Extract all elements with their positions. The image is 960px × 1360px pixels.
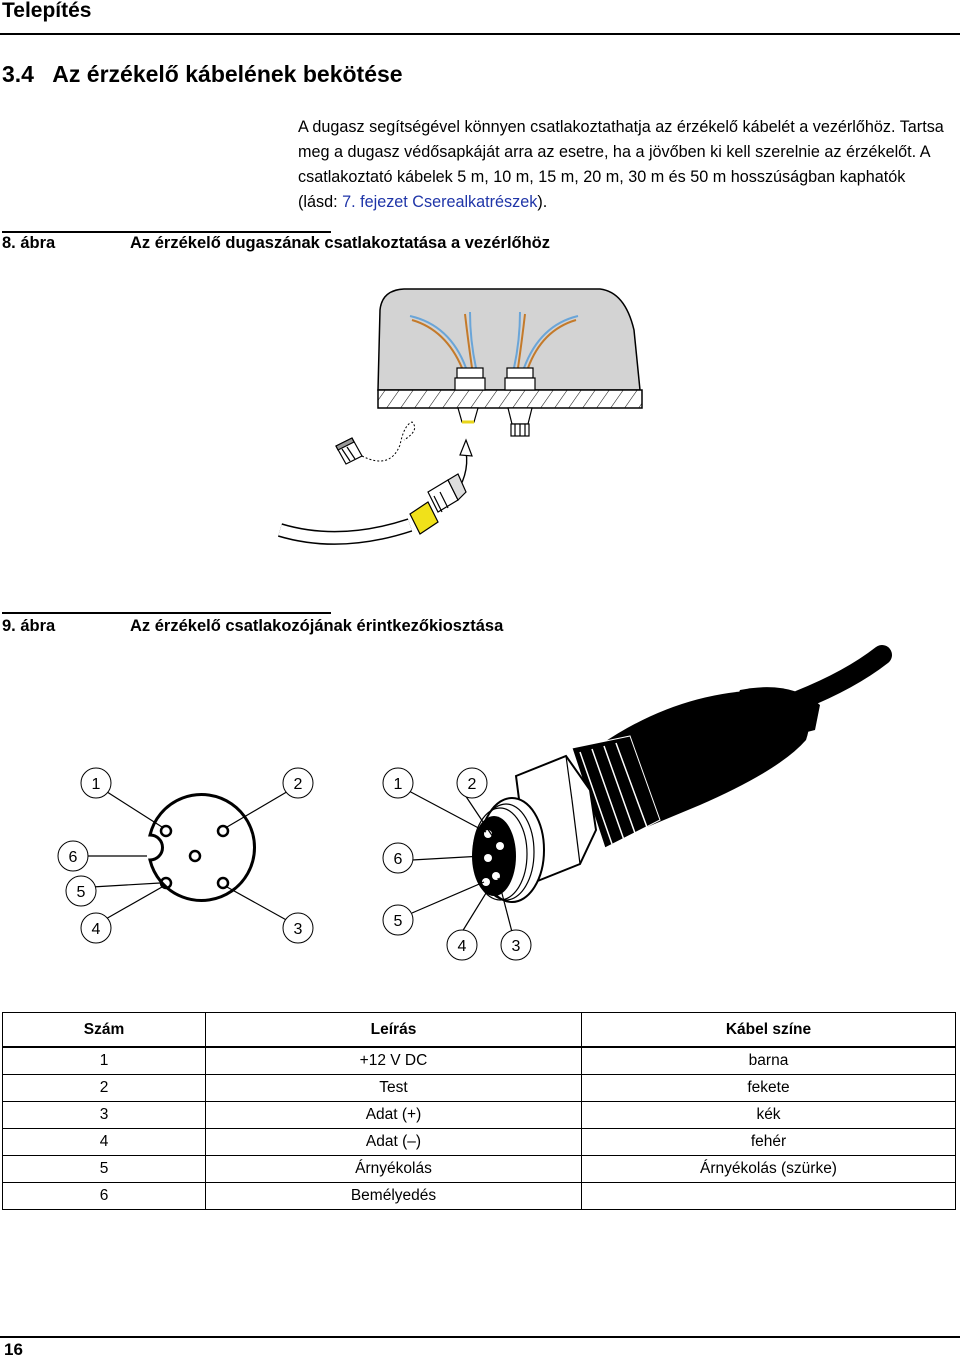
right-label-5: 5 — [394, 913, 403, 930]
left-label-3: 3 — [294, 921, 303, 938]
figure8-title: Az érzékelő dugaszának csatlakoztatása a… — [130, 234, 551, 252]
table-header-row: Szám Leírás Kábel színe — [2, 1012, 956, 1048]
wires-left — [409, 311, 477, 369]
cell-number: 4 — [2, 1128, 206, 1156]
right-label-4: 4 — [458, 938, 467, 955]
pin-2 — [216, 824, 230, 838]
cell-description: Test — [205, 1074, 582, 1102]
cell-number: 3 — [2, 1101, 206, 1129]
spare-parts-link[interactable]: 7. fejezet Cserealkatrészek — [342, 193, 538, 211]
connector-face-diagram: 1 2 6 5 4 3 — [57, 767, 314, 944]
left-label-6: 6 — [69, 849, 78, 866]
pin-6 — [188, 849, 202, 863]
fitting-left-top — [454, 367, 486, 391]
left-label-4: 4 — [92, 921, 101, 938]
figure9-title: Az érzékelő csatlakozójának érintkezőkio… — [130, 617, 504, 635]
controller-base — [377, 389, 643, 409]
footer-rule — [0, 1336, 960, 1338]
figure8-rule — [2, 231, 331, 233]
table-row: 5 Árnyékolás Árnyékolás (szürke) — [2, 1155, 956, 1183]
figure9-illustration: 1 2 6 5 4 3 — [57, 645, 892, 961]
left-label-1: 1 — [92, 776, 101, 793]
cell-description: Bemélyedés — [205, 1182, 582, 1210]
right-label-1: 1 — [394, 776, 403, 793]
figure9-rule — [2, 612, 331, 614]
header-number: Szám — [2, 1012, 206, 1048]
pin-1 — [159, 824, 173, 838]
intro-text: A dugasz segítségével könnyen csatlakozt… — [298, 118, 944, 211]
cell-cable-color: fekete — [581, 1074, 956, 1102]
controller-housing — [377, 288, 641, 391]
receptacle-right — [507, 407, 533, 437]
table-row: 1 +12 V DC barna — [2, 1046, 956, 1075]
figure8-caption: 8. ábra Az érzékelő dugaszának csatlakozt… — [2, 234, 550, 253]
cell-description: Árnyékolás — [205, 1155, 582, 1183]
figure9-caption: 9. ábra Az érzékelő csatlakozójának érint… — [2, 617, 503, 636]
cell-description: Adat (–) — [205, 1128, 582, 1156]
table-row: 2 Test fekete — [2, 1074, 956, 1102]
left-label-5: 5 — [77, 884, 86, 901]
cell-description: Adat (+) — [205, 1101, 582, 1129]
fitting-right-top — [504, 367, 536, 391]
pin-5 — [159, 876, 173, 890]
intro-after: ). — [537, 193, 548, 211]
cell-cable-color: barna — [581, 1046, 956, 1075]
figure9-number: 9. ábra — [2, 617, 56, 635]
page-header-title: Telepítés — [2, 0, 92, 22]
cell-cable-color: Árnyékolás (szürke) — [581, 1155, 956, 1183]
table-row: 4 Adat (–) fehér — [2, 1128, 956, 1156]
cell-number: 6 — [2, 1182, 206, 1210]
cell-cable-color: kék — [581, 1101, 956, 1129]
section-title: 3.4 Az érzékelő kábelének bekötése — [2, 61, 403, 87]
table-row: 3 Adat (+) kék — [2, 1101, 956, 1129]
left-label-2: 2 — [294, 776, 303, 793]
right-label-2: 2 — [468, 776, 477, 793]
tether-dotted — [361, 421, 416, 462]
cell-description: +12 V DC — [205, 1046, 582, 1075]
header-rule — [0, 33, 960, 35]
intro-paragraph: A dugasz segítségével könnyen csatlakozt… — [298, 115, 948, 215]
receptacle-left — [457, 407, 479, 423]
page-number: 16 — [4, 1340, 23, 1359]
pin-assignment-table: Szám Leírás Kábel színe 1 +12 V DC barna… — [2, 1012, 956, 1210]
cell-number: 5 — [2, 1155, 206, 1183]
cable-boot — [600, 690, 810, 830]
right-label-6: 6 — [394, 851, 403, 868]
figure8-illustration — [277, 288, 643, 545]
cell-cable-color: fehér — [581, 1128, 956, 1156]
wires-right — [513, 311, 579, 369]
connector-3d-drawing: 1 2 6 5 4 3 — [382, 645, 892, 961]
figure8-number: 8. ábra — [2, 234, 56, 252]
header-description: Leírás — [205, 1012, 582, 1048]
connector-face — [472, 816, 516, 896]
table-row: 6 Bemélyedés — [2, 1182, 956, 1210]
cell-number: 1 — [2, 1046, 206, 1075]
header-cable-color: Kábel színe — [581, 1012, 956, 1048]
sensor-plug — [409, 473, 467, 535]
pin-3 — [216, 876, 230, 890]
protective-cap — [335, 437, 363, 465]
cell-number: 2 — [2, 1074, 206, 1102]
cell-cable-color — [581, 1182, 956, 1210]
right-label-3: 3 — [512, 938, 521, 955]
